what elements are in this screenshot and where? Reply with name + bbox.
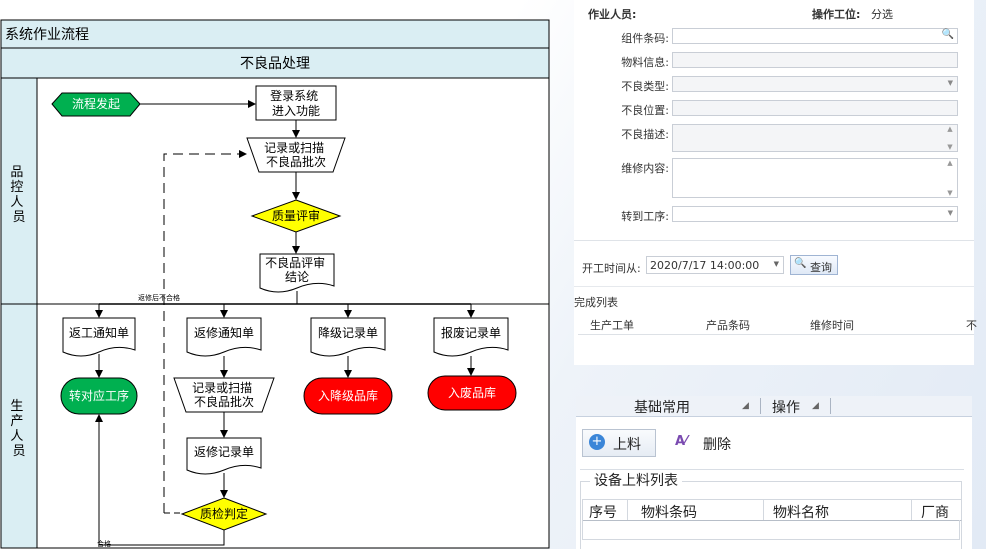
- edge-label-pass: 合格: [97, 539, 111, 548]
- chevron-down-icon[interactable]: ▼: [947, 79, 953, 87]
- svg-text:记录或扫描 不良品批次: 记录或扫描 不良品批次: [192, 381, 256, 409]
- svg-text:返修通知单: 返修通知单: [194, 325, 254, 340]
- completed-grid-body[interactable]: [578, 335, 974, 365]
- form-row-repair-content: 维修内容: ▲ ▼: [574, 158, 974, 198]
- start-time-label: 开工时间从:: [582, 262, 641, 275]
- flowchart-subtitle-bar: [0, 47, 550, 79]
- operator-label: 作业人员:: [588, 8, 637, 21]
- defect-description-textarea[interactable]: ▲ ▼: [672, 124, 958, 152]
- node-login-text: 登录系统 进入功能: [270, 88, 322, 118]
- tab-operation[interactable]: 操作: [772, 400, 800, 416]
- chevron-down-icon[interactable]: ▼: [947, 209, 953, 217]
- station-value: 分选: [871, 8, 893, 21]
- svg-text:报废记录单: 报废记录单: [441, 325, 501, 340]
- svg-text:入降级品库: 入降级品库: [318, 388, 378, 403]
- form-row-defect-desc: 不良描述: ▲ ▼: [574, 124, 974, 152]
- tab-divider: [760, 398, 761, 414]
- material-grid-header: 序号 物料条码 物料名称 厂商: [582, 499, 962, 521]
- edge-label-repair-fail: 返修后不合格: [138, 293, 180, 302]
- flowchart: 系统作业流程 不良品处理 品 控 人 员 生 产 人 员 流程发起 登录系统 进…: [0, 19, 550, 549]
- node-rework-notice: [62, 317, 136, 357]
- scroll-up-icon[interactable]: ▲: [947, 125, 953, 133]
- svg-text:返工通知单: 返工通知单: [69, 326, 129, 340]
- svg-text:返修记录单: 返修记录单: [194, 444, 254, 459]
- grid-column-header[interactable]: 产品条码: [706, 319, 750, 332]
- material-info-field: [672, 52, 958, 68]
- grid-column-header[interactable]: 不: [966, 319, 977, 332]
- chevron-down-icon[interactable]: ◢: [812, 401, 819, 411]
- defect-form-panel: 作业人员: 操作工位: 分选 组件条码: 🔍 物料信息: 不良类型: ▼ 不良位…: [574, 0, 977, 365]
- divider: [574, 240, 974, 241]
- eraser-icon: A⁄: [675, 434, 688, 449]
- grid-column-header[interactable]: 生产工单: [590, 319, 634, 332]
- form-row-next-process: 转到工序: ▼: [574, 206, 974, 226]
- svg-text:不良品评审 结论: 不良品评审 结论: [265, 255, 329, 284]
- divider: [574, 286, 974, 287]
- chevron-down-icon[interactable]: ▼: [773, 260, 779, 268]
- lane-label-production: 生 产 人 员: [10, 399, 27, 459]
- material-grid-body[interactable]: [582, 520, 960, 540]
- material-load-panel: 基础常用 ◢ 操作 ◢ + 上料 A⁄ 删除 设备上料列表 序号 物料条码 物料…: [576, 396, 972, 549]
- search-icon[interactable]: 🔍: [941, 29, 954, 40]
- lane-header-production: [0, 303, 38, 549]
- scroll-down-icon[interactable]: ▼: [947, 143, 953, 151]
- scroll-down-icon[interactable]: ▼: [947, 189, 953, 197]
- node-repair-notice: [186, 317, 262, 357]
- svg-text:质量评审: 质量评审: [272, 208, 320, 223]
- barcode-input[interactable]: 🔍: [672, 28, 958, 44]
- form-row-material: 物料信息:: [574, 52, 974, 72]
- grid-column-header[interactable]: 序号: [589, 505, 617, 521]
- node-downgrade-record: [310, 317, 386, 357]
- edge-pass-loop: [95, 414, 225, 546]
- node-scrap-store: [427, 375, 517, 411]
- node-scrap-record: [433, 317, 509, 357]
- flowchart-title: 系统作业流程: [5, 27, 89, 43]
- delete-button[interactable]: A⁄ 删除: [675, 434, 731, 453]
- station-label: 操作工位:: [812, 8, 861, 21]
- node-review-conclusion: [259, 253, 335, 293]
- edge-repair-fail-loop: [163, 150, 247, 513]
- form-row-barcode: 组件条码: 🔍: [574, 28, 974, 48]
- defect-type-select[interactable]: ▼: [672, 76, 958, 92]
- form-row-defect-position: 不良位置:: [574, 100, 974, 120]
- search-icon: 🔍: [794, 258, 807, 269]
- svg-text:降级记录单: 降级记录单: [318, 326, 378, 340]
- form-row-defect-type: 不良类型: ▼: [574, 76, 974, 96]
- load-material-button[interactable]: + 上料: [582, 429, 656, 457]
- start-time-picker[interactable]: 2020/7/17 14:00:00 ▼: [646, 256, 784, 274]
- node-record-scan-2: [173, 377, 275, 413]
- add-icon: +: [589, 434, 605, 450]
- next-process-select[interactable]: ▼: [672, 206, 958, 222]
- defect-position-field[interactable]: [672, 100, 958, 116]
- flowchart-subtitle: 不良品处理: [240, 56, 310, 72]
- node-repair-record: [186, 437, 262, 475]
- chevron-down-icon[interactable]: ◢: [742, 401, 749, 411]
- svg-text:质检判定: 质检判定: [200, 506, 248, 521]
- svg-text:记录或扫描 不良品批次: 记录或扫描 不良品批次: [264, 141, 328, 169]
- repair-content-textarea[interactable]: ▲ ▼: [672, 158, 958, 198]
- scroll-up-icon[interactable]: ▲: [947, 159, 953, 167]
- grid-column-header[interactable]: 厂商: [921, 505, 949, 521]
- lane-label-qc: 品 控 人 员: [10, 165, 27, 225]
- svg-text:转对应工序: 转对应工序: [69, 388, 129, 403]
- svg-text:入废品库: 入废品库: [448, 385, 496, 400]
- grid-column-header[interactable]: 物料名称: [773, 505, 829, 521]
- node-downgrade-store: [303, 377, 393, 415]
- node-record-scan-1: [246, 137, 346, 173]
- group-title: 设备上料列表: [590, 470, 682, 490]
- svg-text:流程发起: 流程发起: [72, 96, 120, 111]
- ribbon-tabs: 基础常用 ◢ 操作 ◢: [576, 396, 972, 417]
- grid-column-header[interactable]: 维修时间: [810, 319, 854, 332]
- completed-grid-header: 生产工单 产品条码 维修时间 不: [578, 314, 977, 335]
- divider: [580, 469, 964, 470]
- completed-list-label: 完成列表: [574, 296, 618, 309]
- grid-column-header[interactable]: 物料条码: [641, 505, 697, 521]
- query-button[interactable]: 🔍 查询: [790, 255, 838, 275]
- tab-basic[interactable]: 基础常用: [634, 400, 690, 416]
- flowchart-title-bar: [0, 19, 550, 49]
- tab-divider: [830, 398, 831, 414]
